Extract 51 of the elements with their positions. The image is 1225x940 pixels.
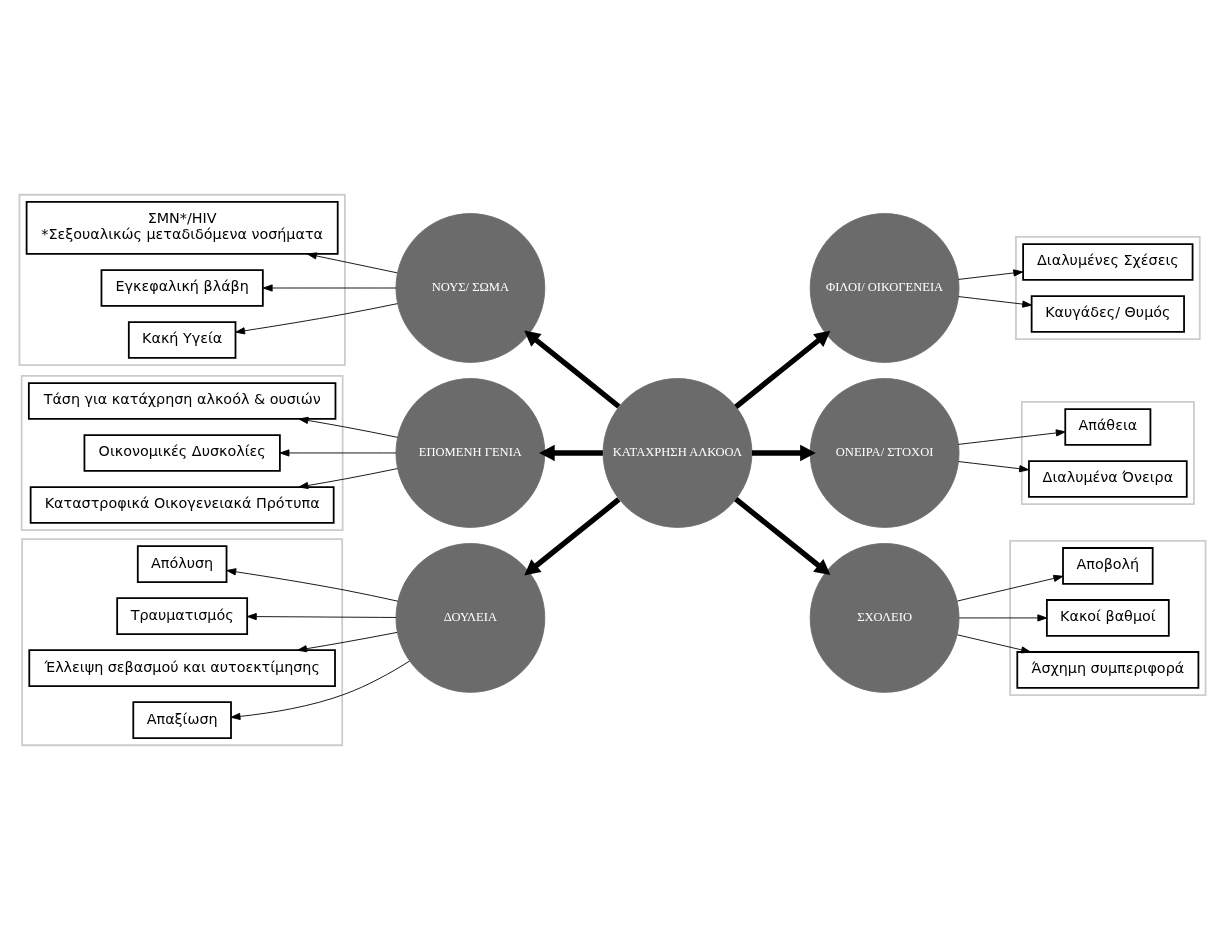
arrow xyxy=(539,444,603,462)
node-box: ΣΜΝ*/HIV *Σεξουαλικώς μεταδιδόμενα νοσήματα xyxy=(25,201,339,255)
node-circle: ΦΙΛΟΙ/ ΟΙΚΟΓΕΝΕΙΑ xyxy=(809,213,960,363)
node-circle: ΝΟΥΣ/ ΣΩΜΑ xyxy=(395,213,546,363)
node-box: Καταστροφικά Οικογενειακά Πρότυπα xyxy=(29,486,335,524)
cluster xyxy=(20,374,344,531)
arrow xyxy=(524,330,621,409)
node-box: Εγκεφαλική βλάβη xyxy=(100,269,264,307)
node-circle: ΕΠΟΜΕΝΗ ΓΕΝΙΑ xyxy=(395,378,546,528)
node-box: Απαξίωση xyxy=(132,701,232,739)
arrow xyxy=(297,631,398,653)
node-box: Τραυματισμός xyxy=(116,597,249,635)
arrow xyxy=(734,330,831,409)
arrow xyxy=(298,468,398,490)
node-circle: ΔΟΥΛΕΙΑ xyxy=(395,543,546,693)
node-box: Απόλυση xyxy=(136,545,228,583)
node-box: Αποβολή xyxy=(1062,547,1154,585)
arrow xyxy=(751,444,816,462)
arrow xyxy=(958,429,1066,445)
node-box: Απάθεια xyxy=(1064,408,1152,446)
cluster xyxy=(1009,539,1207,696)
node-box: Διαλυμένα Όνειρα xyxy=(1028,460,1188,498)
arrow xyxy=(734,497,831,576)
arrow xyxy=(956,574,1064,602)
node-box: Διαλυμένες Σχέσεις xyxy=(1022,243,1194,281)
arrow xyxy=(279,449,397,457)
arrow xyxy=(226,568,399,602)
node-box: Άσχημη συμπεριφορά xyxy=(1016,651,1200,689)
node-circle: ΟΝΕΙΡΑ/ ΣΤΟΧΟΙ xyxy=(809,378,960,528)
node-box: Καυγάδες/ Θυμός xyxy=(1030,295,1185,333)
cluster xyxy=(21,538,344,747)
arrow xyxy=(956,634,1031,654)
node-box: Οικονομικές Δυσκολίες xyxy=(83,434,281,472)
arrow xyxy=(958,461,1029,473)
arrow xyxy=(958,269,1024,280)
arrow xyxy=(298,416,398,438)
node-circle: ΚΑΤΑΧΡΗΣΗ ΑΛΚΟΟΛ xyxy=(602,378,753,528)
arrow xyxy=(958,614,1048,622)
cluster xyxy=(18,193,346,366)
arrow xyxy=(262,284,397,292)
node-circle: ΣΧΟΛΕΙΟ xyxy=(809,543,960,693)
arrow xyxy=(246,613,397,621)
node-box: Έλλειψη σεβασμού και αυτοεκτίμησης xyxy=(28,649,336,687)
arrow xyxy=(230,660,410,720)
node-box: Κακή Υγεία xyxy=(127,321,237,359)
arrow xyxy=(958,296,1033,308)
node-box: Κακοί βαθμοί xyxy=(1046,599,1170,637)
arrow xyxy=(524,497,621,576)
arrow xyxy=(307,252,398,274)
node-box: Τάση για κατάχρηση αλκοόλ & ουσιών xyxy=(27,382,337,420)
arrow xyxy=(235,303,398,335)
